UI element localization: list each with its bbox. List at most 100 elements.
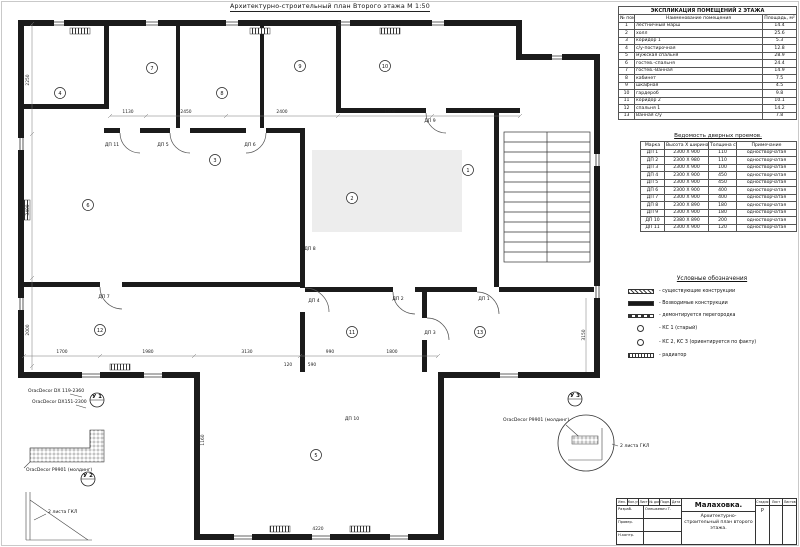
u1-note-2: OracDecor DX151-2300 <box>32 399 87 405</box>
staff-row: Провер. <box>617 519 681 532</box>
table-cell: 180 <box>708 201 737 210</box>
column-header: Толщина стены, мм <box>708 141 737 150</box>
dimension-text: 990 <box>326 349 335 355</box>
door-arcs <box>99 112 500 341</box>
u3-note-1: OracDecor P9901 (молдинг) <box>503 417 569 423</box>
title-block-header-row: Изм. Кол.уч. Лист № док. Подп. Дата <box>617 499 681 506</box>
legend-item-label: - Возводимые конструкции <box>659 301 728 306</box>
header-cell: Подп. <box>660 499 672 505</box>
legend-panel: Условные обозначения - существующие конс… <box>628 276 796 365</box>
legend-item-label: - КС 1 (старый) <box>659 326 698 331</box>
table-cell: 2300 Х 900 <box>664 186 709 195</box>
sheets-value <box>783 506 796 544</box>
staff-row: Н.контр. <box>617 532 681 544</box>
dimension-text: 1250 <box>470 109 481 115</box>
table-cell: спальня 1 <box>634 104 763 113</box>
room-number-text: 3 <box>213 158 216 164</box>
table-cell: 2300 Х 900 <box>664 163 709 172</box>
detail-u2: OracDecor P9901 (молдинг) У 2 2 листа ГК… <box>25 467 96 541</box>
table-cell: ДП 11 <box>640 223 665 232</box>
table-cell: одностворчатая <box>736 163 797 172</box>
demolish-symbol-icon <box>628 313 654 318</box>
table-cell: 2300 Х 980 <box>664 156 709 165</box>
room-number-circle <box>54 87 66 99</box>
table-cell: одностворчатая <box>736 223 797 232</box>
plan-title: Архитектурно-строительный план Второго э… <box>230 3 430 12</box>
dimension-text: 120 <box>284 362 293 368</box>
room-number: 2 <box>346 192 358 204</box>
staff-row: Разраб. Олешкевич Т. <box>617 506 681 519</box>
table-cell: 14.9 <box>761 66 798 75</box>
room-number-circle <box>294 60 306 72</box>
table-cell: лестничный марш <box>634 21 763 30</box>
radiators <box>23 27 401 533</box>
door-mark-label: ДП 6 <box>244 142 256 148</box>
door-mark-label: ДП 5 <box>157 142 169 148</box>
project-location: Малаховка. <box>682 499 755 512</box>
room-number: 7 <box>146 62 158 74</box>
table-cell: Ванная с/у <box>634 111 763 120</box>
table-cell: 13 <box>618 111 635 120</box>
table-cell: 3 <box>618 36 635 45</box>
table-cell: ДП 10 <box>640 216 665 225</box>
room-number: 3 <box>209 154 221 166</box>
table-cell: гардероб <box>634 89 763 98</box>
u2-note-2: 2 листа ГКЛ <box>48 509 77 515</box>
dimension-text: 1160 <box>200 434 206 445</box>
door-mark-label: ДП 2 <box>392 296 404 302</box>
table-cell: 450 <box>708 171 737 180</box>
door-schedule-title: Ведомость дверных проемов. <box>674 133 762 139</box>
staircase <box>503 131 591 263</box>
dimension-text: 4220 <box>312 526 323 532</box>
legend-item: - КС 2, КС 3 (ориентируется по факту) <box>628 339 796 346</box>
column-header: Марка <box>640 141 665 150</box>
dimension-text: 1300 <box>384 109 395 115</box>
dimension-text: 2250 <box>25 74 31 85</box>
room-number: 13 <box>474 326 486 338</box>
table-cell: кабинет <box>634 74 763 83</box>
table-cell: 2300 Х 900 <box>664 193 709 202</box>
table-cell: одностворчатая <box>736 186 797 195</box>
table-cell: одностворчатая <box>736 216 797 225</box>
room-number: 9 <box>294 60 306 72</box>
windows <box>19 21 600 540</box>
table-cell: 400 <box>708 193 737 202</box>
title-block-center: Малаховка. Архитектурно-строительный пла… <box>682 499 756 544</box>
room-number-text: 9 <box>298 64 301 70</box>
table-cell: 7 <box>618 66 635 75</box>
table-cell: 200 <box>708 216 737 225</box>
door-schedule-header-row: Марка Высота Х ширина, мм Толщина стены,… <box>640 141 797 150</box>
legend-item: - демонтируется перегородка <box>628 313 796 318</box>
table-cell: 2300 Х 900 <box>664 148 709 157</box>
table-cell: гостев.-Ванная <box>634 66 763 75</box>
table-cell: 11 <box>618 96 635 105</box>
room-number-text: 1 <box>466 168 469 174</box>
table-cell: 180 <box>708 208 737 217</box>
u1-label: У 1 <box>92 394 102 400</box>
column-header: Наименование помещения <box>634 14 763 23</box>
table-cell: 9 <box>618 81 635 90</box>
door-mark-label: ДП 7 <box>98 294 110 300</box>
shaded-zone <box>312 150 462 232</box>
room-number: 5 <box>310 449 322 461</box>
u2-section-drawing <box>25 492 92 541</box>
room-number-text: 12 <box>97 328 103 334</box>
table-cell: 100 <box>708 163 737 172</box>
header-cell: Изм. <box>617 499 628 505</box>
table-cell: одностворчатая <box>736 171 797 180</box>
table-cell: ДП 6 <box>640 186 665 195</box>
room-number: 8 <box>216 87 228 99</box>
dimension-text: 3400 <box>25 204 31 215</box>
table-cell: 450 <box>708 178 737 187</box>
u2-label: У 2 <box>83 473 93 479</box>
walls <box>18 20 600 540</box>
sheets-label: Листов <box>783 500 796 504</box>
